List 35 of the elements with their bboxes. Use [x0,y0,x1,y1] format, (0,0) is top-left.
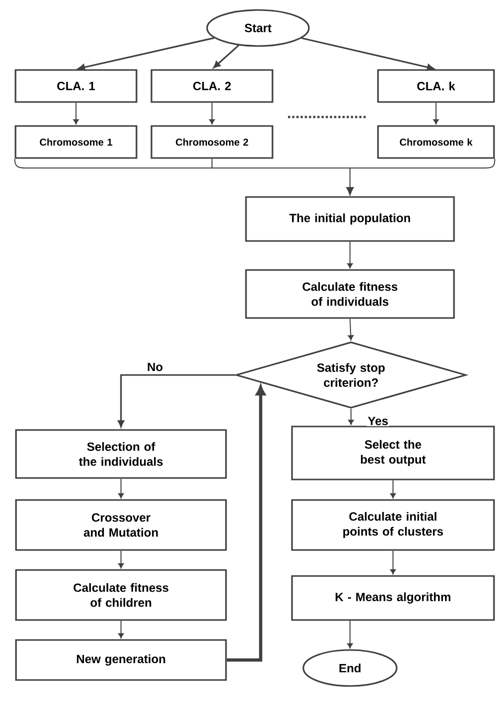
arrow [347,241,353,268]
process-box: Selection of the individuals [15,429,227,479]
arrow [118,374,236,428]
edge-label: No [146,362,164,372]
arrow [213,44,240,68]
arrow [301,37,434,71]
process-box: Calculate initial points of clusters [291,499,495,551]
process-box: The initial population [245,196,455,242]
edge-label: Yes [366,416,390,426]
arrow [348,318,354,340]
process-box: Select the best output [291,426,495,480]
process-box: CLA. 2 [150,69,274,103]
process-box: Calculate fitness of individuals [245,269,455,319]
process-box: Chromosome 1 [14,125,138,159]
arrow [347,620,353,648]
process-box: CLA. 1 [14,69,138,103]
process-box: New generation [15,639,227,681]
arrow [348,408,354,425]
arrow [118,620,124,638]
terminal-oval: Start [206,9,310,47]
arrow [73,102,79,124]
arrow [390,550,396,574]
process-box: Chromosome 2 [150,125,274,159]
process-box: Chromosome k [377,125,495,159]
arrow [78,37,214,71]
arrow [433,102,439,124]
arrow [209,102,215,124]
process-box: K - Means algorithm [291,575,495,621]
arrow [118,478,124,498]
arrow [390,480,396,498]
process-box: Calculate fitness of children [15,569,227,621]
process-box: CLA. k [377,69,495,103]
process-box: Crossover and Mutation [15,499,227,551]
terminal-oval: End [302,649,398,687]
arrow [118,550,124,568]
